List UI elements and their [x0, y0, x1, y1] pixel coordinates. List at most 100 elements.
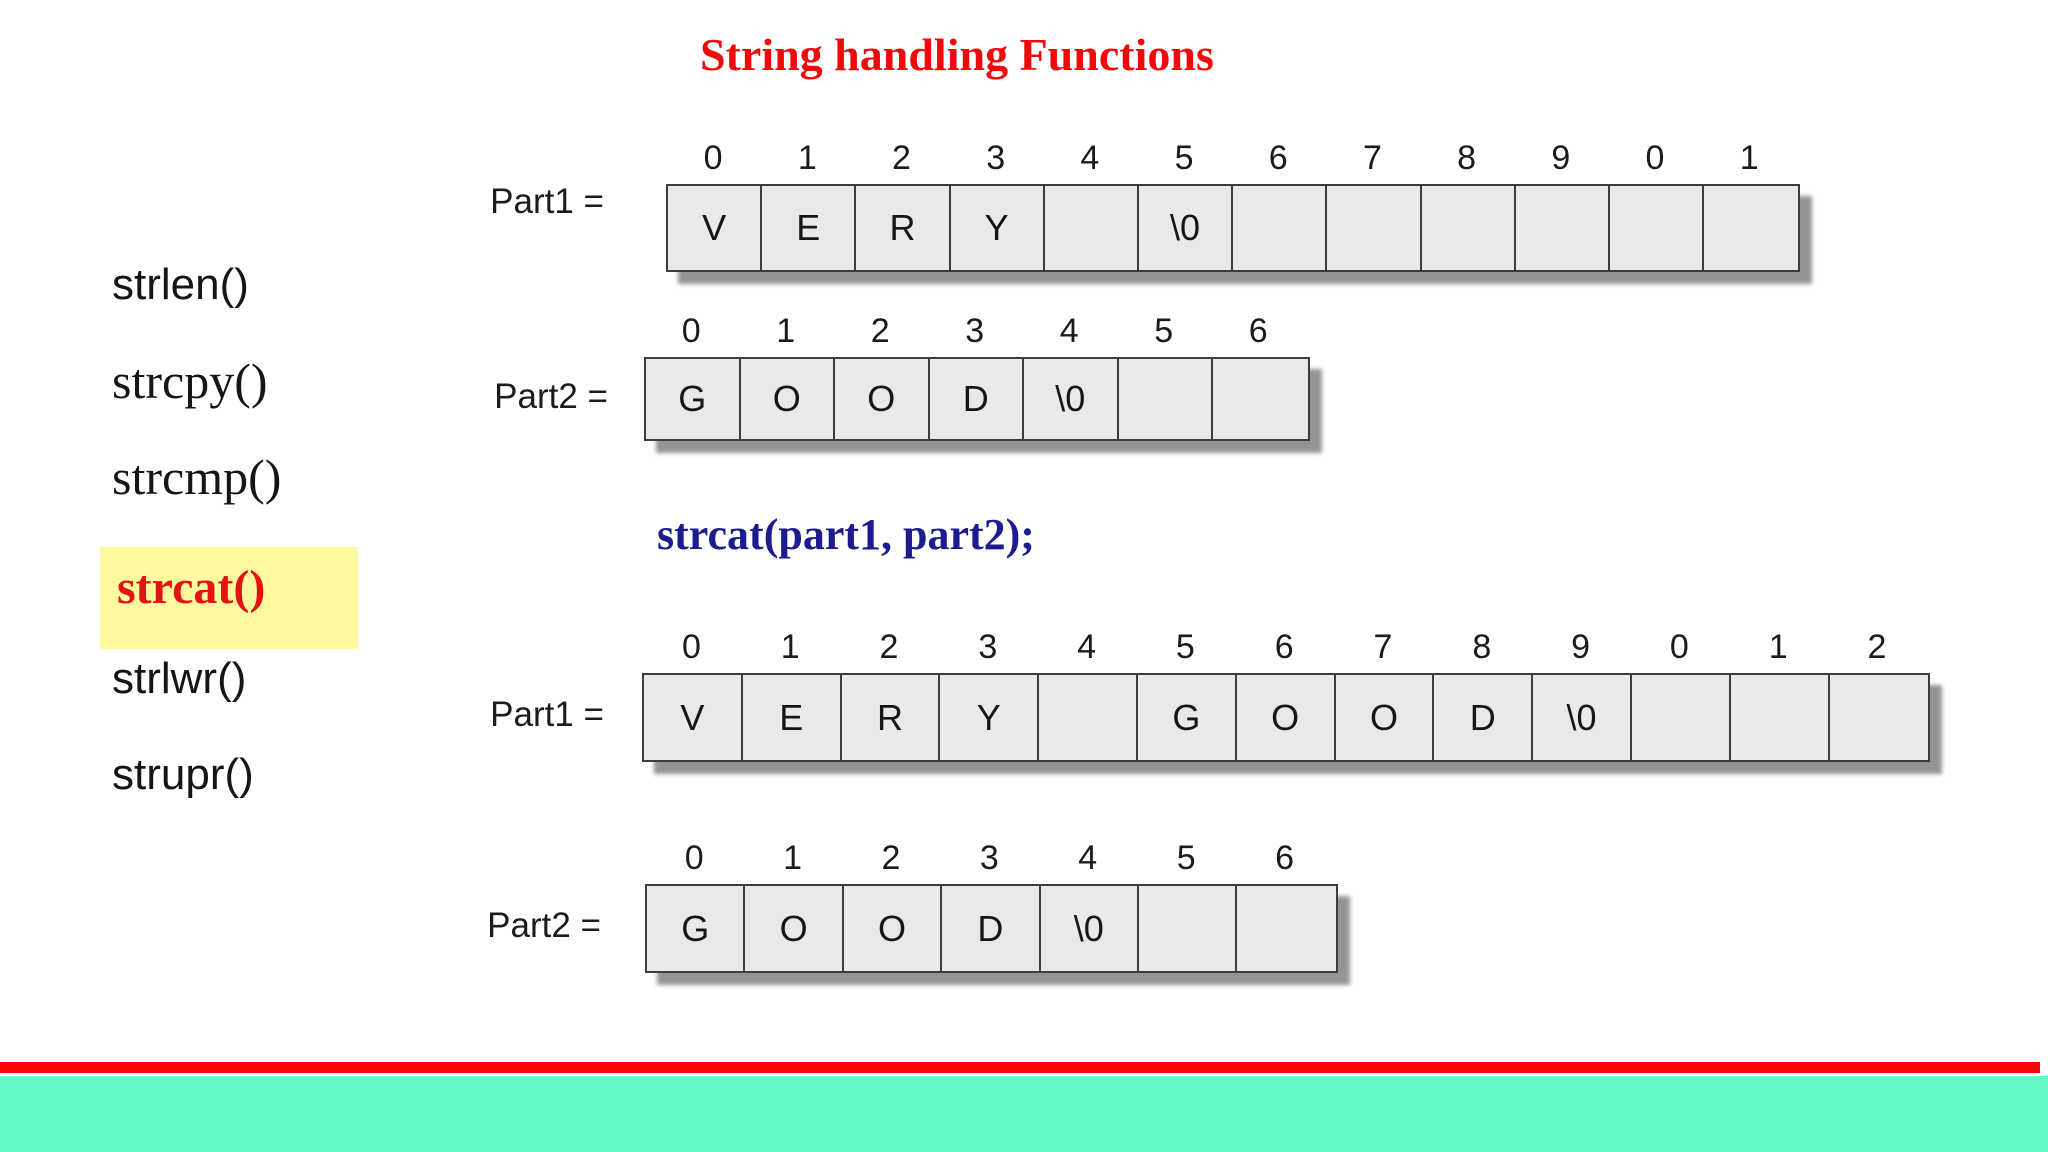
array-label: Part1 = — [490, 695, 604, 734]
array-cell: V — [668, 186, 763, 270]
menu-item-strupr: strupr() — [112, 750, 254, 799]
cell-index: 0 — [1645, 139, 1665, 177]
cell-index: 2 — [1867, 628, 1887, 666]
cell-index: 8 — [1472, 628, 1492, 666]
cell-index: 8 — [1457, 139, 1477, 177]
array-cell: O — [1236, 675, 1336, 760]
index-row: 0 1 2 3 4 5 6 — [645, 832, 1338, 884]
footer-red-line — [0, 1062, 2040, 1073]
array-cell — [1233, 186, 1328, 270]
array-cell: \0 — [1040, 886, 1139, 971]
cell-index: 4 — [1059, 312, 1079, 350]
cell-index: 2 — [870, 312, 890, 350]
array-cell: Y — [950, 186, 1045, 270]
array-cell — [1044, 186, 1139, 270]
cell-index: 5 — [1174, 139, 1194, 177]
cell-index: 3 — [978, 628, 998, 666]
cell-index: 9 — [1571, 628, 1591, 666]
array-cell: O — [835, 359, 930, 439]
active-item-highlight — [100, 547, 358, 649]
cell-index: 3 — [965, 312, 985, 350]
array-cell: \0 — [1533, 675, 1632, 760]
cell-index: 1 — [776, 312, 796, 350]
cell-index: 5 — [1176, 839, 1196, 877]
cell-index: 6 — [1248, 312, 1268, 350]
array-cell: O — [740, 359, 835, 439]
cell-index: 2 — [881, 839, 901, 877]
cell-index: 5 — [1154, 312, 1174, 350]
array-cell — [1327, 186, 1422, 270]
footer-aqua-bar — [0, 1076, 2048, 1152]
array-cell — [1213, 359, 1308, 439]
array-cell: R — [856, 186, 951, 270]
array-cell: G — [646, 359, 741, 439]
cell-index: 0 — [703, 139, 723, 177]
array-cell — [1704, 186, 1799, 270]
cell-index: 1 — [780, 628, 800, 666]
strcat-call-code: strcat(part1, part2); — [657, 510, 1035, 559]
cell-index: 9 — [1551, 139, 1571, 177]
array-cell: O — [843, 886, 943, 971]
array-cell — [1609, 186, 1705, 270]
cell-index: 0 — [1669, 628, 1689, 666]
array-label: Part2 = — [494, 377, 608, 416]
array-cell — [1118, 359, 1213, 439]
cell-index: 6 — [1268, 139, 1288, 177]
array-cell — [1829, 675, 1929, 760]
menu-item-strcpy: strcpy() — [112, 353, 268, 409]
cell-index: 3 — [986, 139, 1006, 177]
array-cell: D — [1434, 675, 1534, 760]
array-cell — [1138, 886, 1238, 971]
array-cell: V — [644, 675, 743, 760]
array-cell — [1730, 675, 1830, 760]
menu-item-strcat-active: strcat() — [117, 561, 266, 614]
cell-index: 7 — [1362, 139, 1382, 177]
cell-index: 1 — [783, 839, 803, 877]
page-title: String handling Functions — [700, 29, 1214, 80]
array-cell: \0 — [1024, 359, 1119, 439]
array-cell: \0 — [1138, 186, 1234, 270]
array-label: Part2 = — [487, 906, 601, 945]
array-cell: R — [841, 675, 941, 760]
array-cell — [1421, 186, 1516, 270]
cell-index: 4 — [1077, 628, 1097, 666]
array-cell: Y — [940, 675, 1040, 760]
cell-index: 6 — [1275, 839, 1294, 877]
cell-index: 3 — [979, 839, 999, 877]
menu-item-strcmp: strcmp() — [112, 449, 282, 505]
array-cell — [1515, 186, 1610, 270]
cell-index: 2 — [892, 139, 911, 177]
cell-index: 4 — [1080, 139, 1100, 177]
array-label: Part1 = — [490, 182, 604, 221]
array-cell: O — [1335, 675, 1435, 760]
cell-index: 1 — [797, 139, 817, 177]
cell-index: 0 — [684, 839, 704, 877]
cell-index: 2 — [879, 628, 899, 666]
array-cell — [1631, 675, 1731, 760]
menu-item-strlen: strlen() — [112, 260, 249, 309]
array-cell: D — [942, 886, 1041, 971]
cell-index: 1 — [1768, 628, 1788, 666]
array-cell: E — [742, 675, 842, 760]
cell-index: 5 — [1175, 628, 1195, 666]
cell-index: 4 — [1078, 839, 1098, 877]
array-cell: D — [929, 359, 1024, 439]
array-cell — [1039, 675, 1138, 760]
array-cell — [1237, 886, 1336, 971]
array-cell: E — [762, 186, 857, 270]
cell-index: 0 — [681, 628, 701, 666]
array-cell: G — [647, 886, 746, 971]
cell-index: 6 — [1274, 628, 1294, 666]
array-cell: O — [745, 886, 844, 971]
